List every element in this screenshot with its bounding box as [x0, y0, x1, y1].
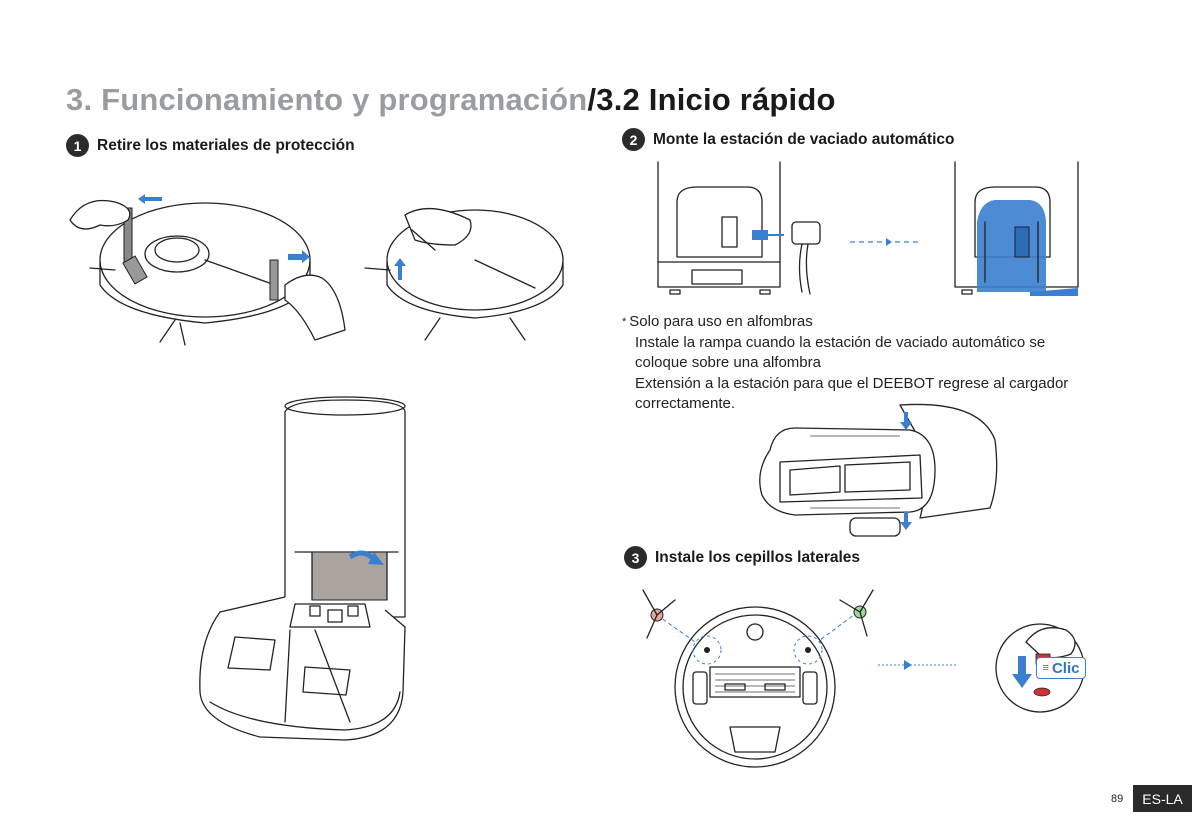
note-line-2: Instale la rampa cuando la estación de v…	[635, 333, 1046, 351]
step-1-badge: 1	[66, 134, 89, 157]
step-1-label: Retire los materiales de protección	[97, 136, 355, 154]
note-line-5: correctamente.	[635, 395, 736, 412]
page-title: 3. Funcionamiento y programación/3.2 Ini…	[66, 82, 836, 118]
carpet-ramp-note: *Solo para uso en alfombras Instale la r…	[622, 312, 1068, 415]
clic-callout: ≡ Clic	[1036, 657, 1086, 679]
dashed-arrow-icon	[850, 238, 920, 246]
step-2-badge: 2	[622, 128, 645, 151]
auto-empty-station-illustration	[199, 396, 406, 741]
step-3-badge: 3	[624, 546, 647, 569]
click-sound-icon: ≡	[1042, 662, 1049, 674]
install-arrow-icon	[878, 660, 956, 670]
step-3-label: Instale los cepillos laterales	[655, 548, 861, 566]
step-2-label: Monte la estación de vaciado automático	[653, 130, 955, 148]
robot-underside-brushes-illustration	[642, 589, 874, 768]
section-title: 3. Funcionamiento y programación	[66, 82, 588, 117]
station-rear-connector-illustration	[657, 161, 821, 295]
page-number: 89	[1111, 793, 1124, 805]
step-3-heading: 3 Instale los cepillos laterales	[624, 546, 860, 569]
note-line-1: Solo para uso en alfombras	[629, 313, 813, 330]
robot-remove-tape-illustration	[69, 194, 346, 346]
clic-label: Clic	[1051, 659, 1080, 677]
note-marker: *	[622, 316, 627, 328]
step-1-heading: 1 Retire los materiales de protección	[66, 134, 355, 157]
subsection-title: /3.2 Inicio rápido	[587, 82, 836, 117]
note-line-4: Extensión a la estación para que el DEEB…	[635, 374, 1069, 392]
note-line-3: coloque sobre una alfombra	[635, 354, 821, 371]
robot-open-lid-illustration	[364, 207, 564, 341]
ramp-extension-illustration	[759, 403, 998, 537]
station-ramp-installed-illustration	[954, 161, 1079, 296]
language-tab: ES-LA	[1133, 785, 1192, 812]
step-2-heading: 2 Monte la estación de vaciado automátic…	[622, 128, 954, 151]
